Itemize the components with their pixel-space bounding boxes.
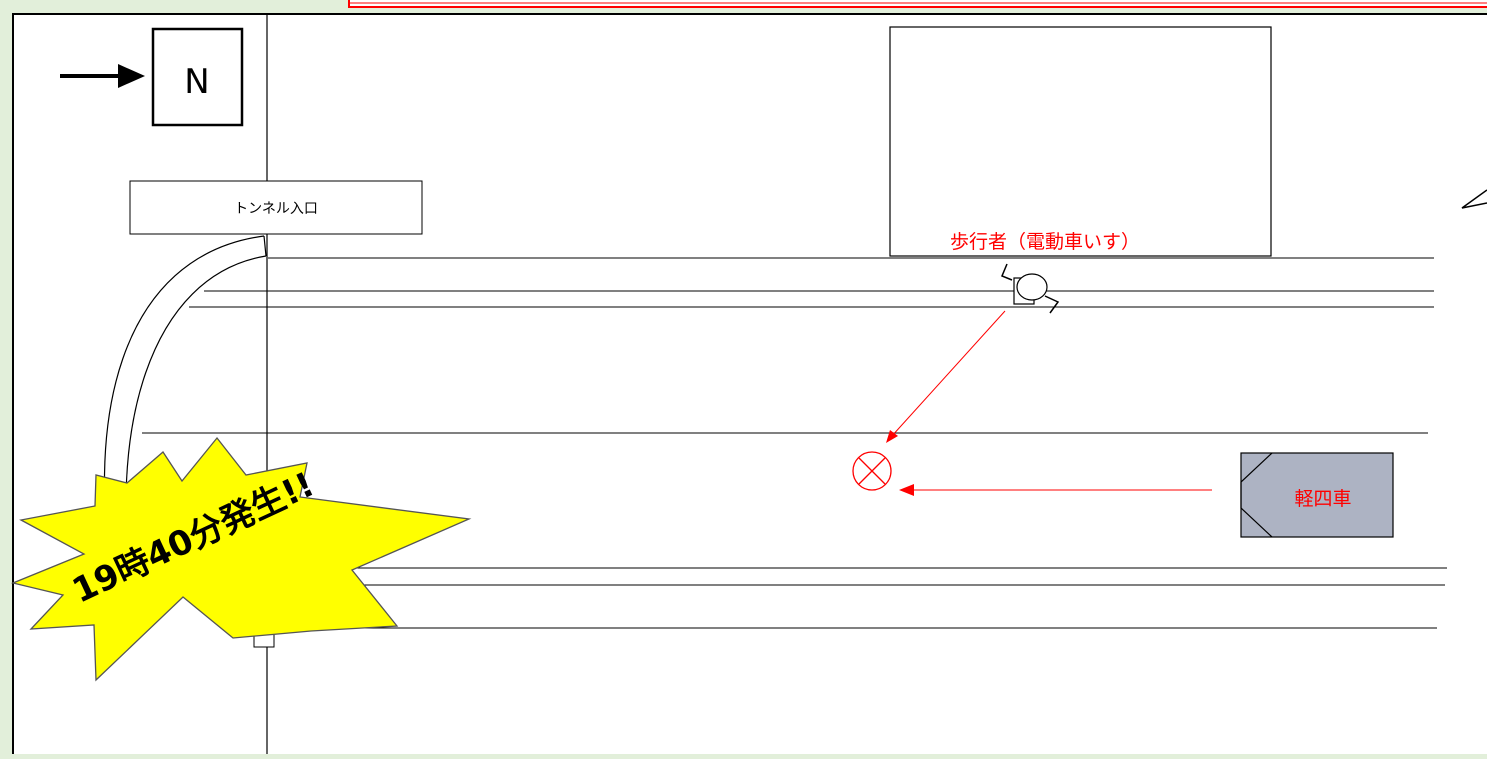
north-label-box [151,27,244,127]
vehicle-label: 軽四車 [1294,488,1351,510]
alert-burst [10,436,472,682]
tunnel-label-box [129,180,423,235]
collision-point-icon [852,451,892,491]
pedestrian-arrowhead-icon [886,430,898,443]
vehicle-arrowhead-icon [899,484,914,496]
offscreen-arrow-icon [1461,189,1487,209]
pedestrian-label: 歩行者（電動車いす） [950,231,1140,253]
wheelchair-icon [1001,263,1060,314]
north-arrow-icon [118,64,145,88]
pedestrian-path-arrow [890,310,1006,438]
kei-car [1240,452,1394,538]
tunnel-ramp-cap [263,235,267,257]
tunnel-label: トンネル入口 [234,201,318,217]
north-label: N [184,62,209,102]
building [889,26,1272,257]
north-indicator: N [60,27,244,127]
